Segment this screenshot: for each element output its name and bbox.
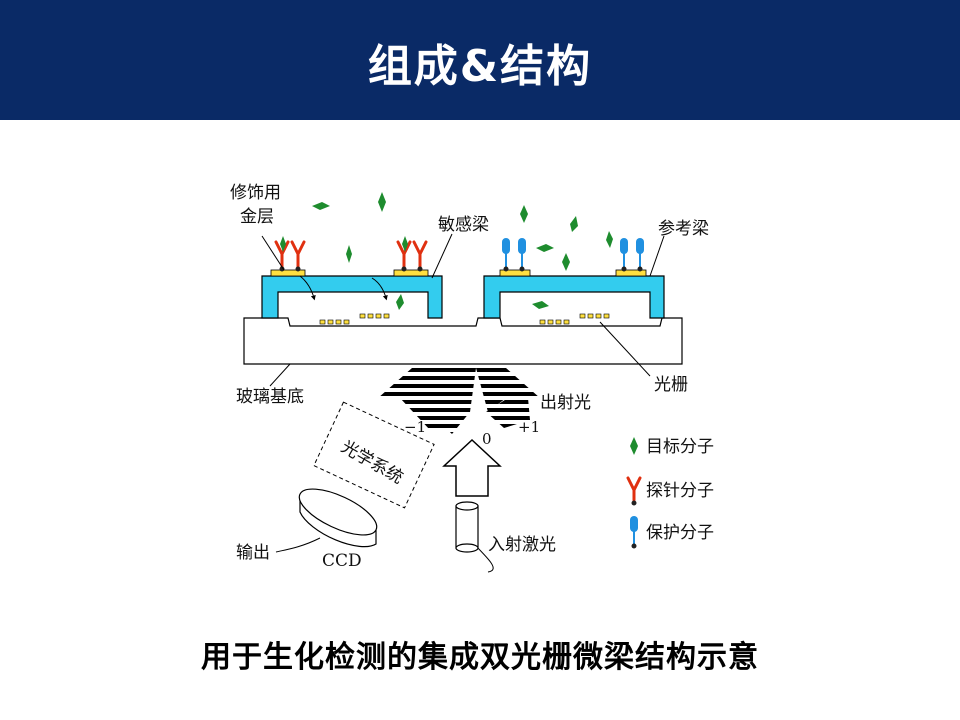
protect-molecules [502,238,644,272]
gold-pad [499,269,531,277]
incident-laser-arrow [442,438,502,497]
label-decorative-metal-2: 金层 [240,207,274,227]
beam-grating-teeth [319,313,610,325]
glass-substrate [243,317,683,365]
gold-pad [270,269,306,277]
header-bar: 组成&结构 [0,0,960,120]
laser-source [455,501,479,553]
label-order-0: 0 [482,430,492,448]
legend-probe-label: 探针分子 [646,481,714,501]
label-incident-laser: 入射激光 [488,535,556,555]
ccd-camera [298,488,378,548]
gold-pad [615,269,647,277]
label-grating: 光栅 [654,375,688,395]
optical-system-box [313,401,435,509]
target-molecules [312,192,613,310]
label-order-minus1: −1 [404,418,426,436]
label-optical-system: 光学系统 [338,437,407,488]
legend-protect-label: 保护分子 [646,523,714,543]
legend-target-icon [630,437,638,455]
label-order-plus1: +1 [518,418,540,436]
sensing-beam [261,275,443,319]
page-title: 组成&结构 [367,41,593,92]
label-decorative-metal-1: 修饰用 [230,183,281,203]
label-glass-substrate: 玻璃基底 [236,387,304,407]
diffracted-light-beams [378,368,540,434]
diagram-caption: 用于生化检测的集成双光栅微梁结构示意 [201,640,759,675]
legend-probe-icon [626,476,642,506]
label-sensing-beam: 敏感梁 [438,215,489,235]
label-reference-beam: 参考梁 [658,219,709,239]
label-ccd: CCD [322,551,362,571]
reference-beam [483,275,665,319]
legend-protect-icon [630,516,638,549]
label-outgoing-light: 出射光 [540,393,591,413]
legend-target-label: 目标分子 [646,437,714,457]
label-output: 输出 [236,543,270,563]
legend: 目标分子 探针分子 保护分子 [626,437,714,549]
gold-pad [393,269,429,277]
